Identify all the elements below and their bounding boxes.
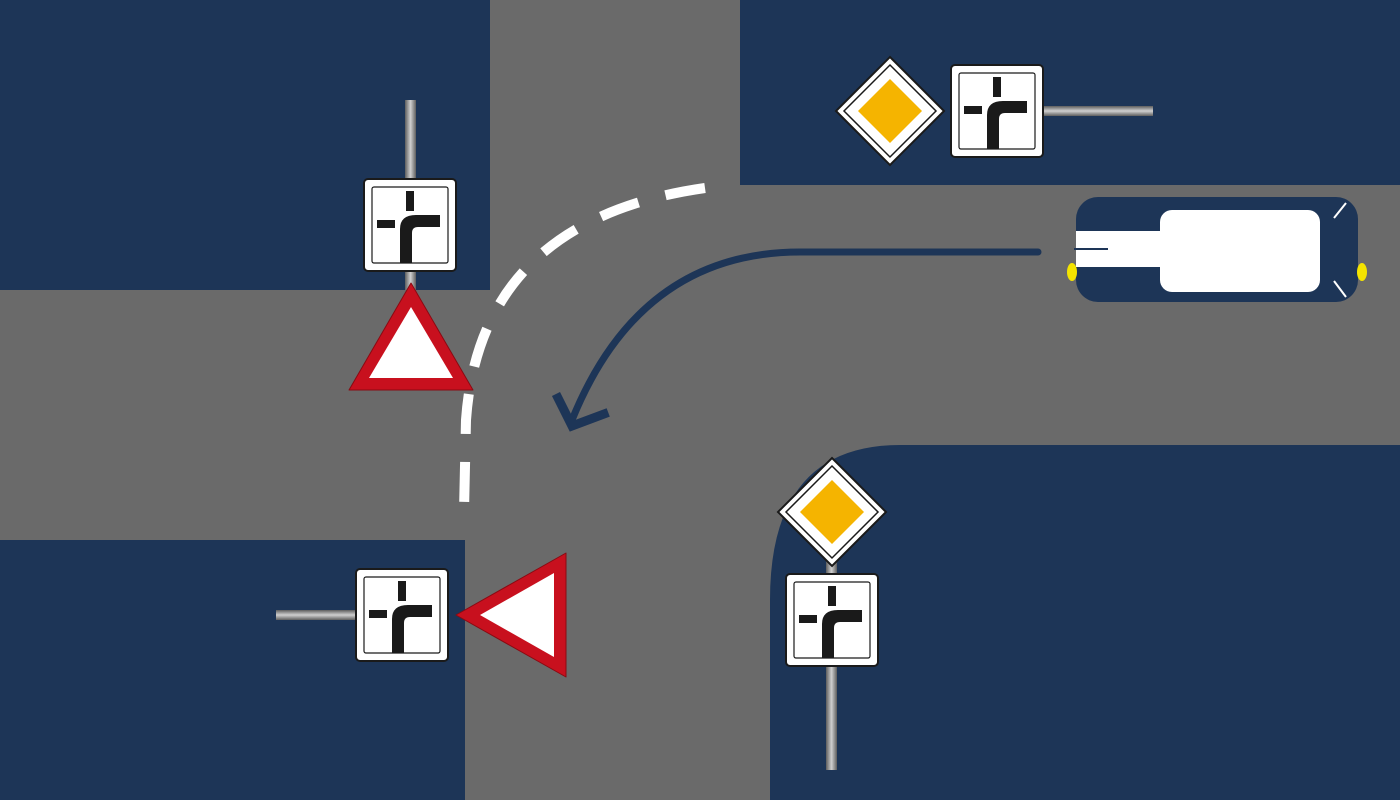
sign-group-bottom-left (276, 552, 567, 678)
car (1067, 197, 1367, 302)
pole-top (1040, 106, 1153, 116)
sign-group-top (835, 56, 1153, 166)
indicator-light-left (1067, 263, 1077, 281)
turn-arrow (551, 248, 1042, 432)
yield-sign-inner (480, 573, 554, 657)
road-layout-sign (785, 573, 879, 667)
indicator-light-right (1357, 263, 1367, 281)
pole-bottom-left (276, 610, 358, 620)
road-layout-sign (355, 568, 449, 662)
road-layout-sign (363, 178, 457, 272)
road-layout-sign (950, 64, 1044, 158)
yield-sign-inner (369, 307, 453, 378)
sign-group-left (348, 100, 474, 391)
road-vertical-bottom (465, 540, 770, 800)
sign-group-bottom (777, 457, 887, 770)
